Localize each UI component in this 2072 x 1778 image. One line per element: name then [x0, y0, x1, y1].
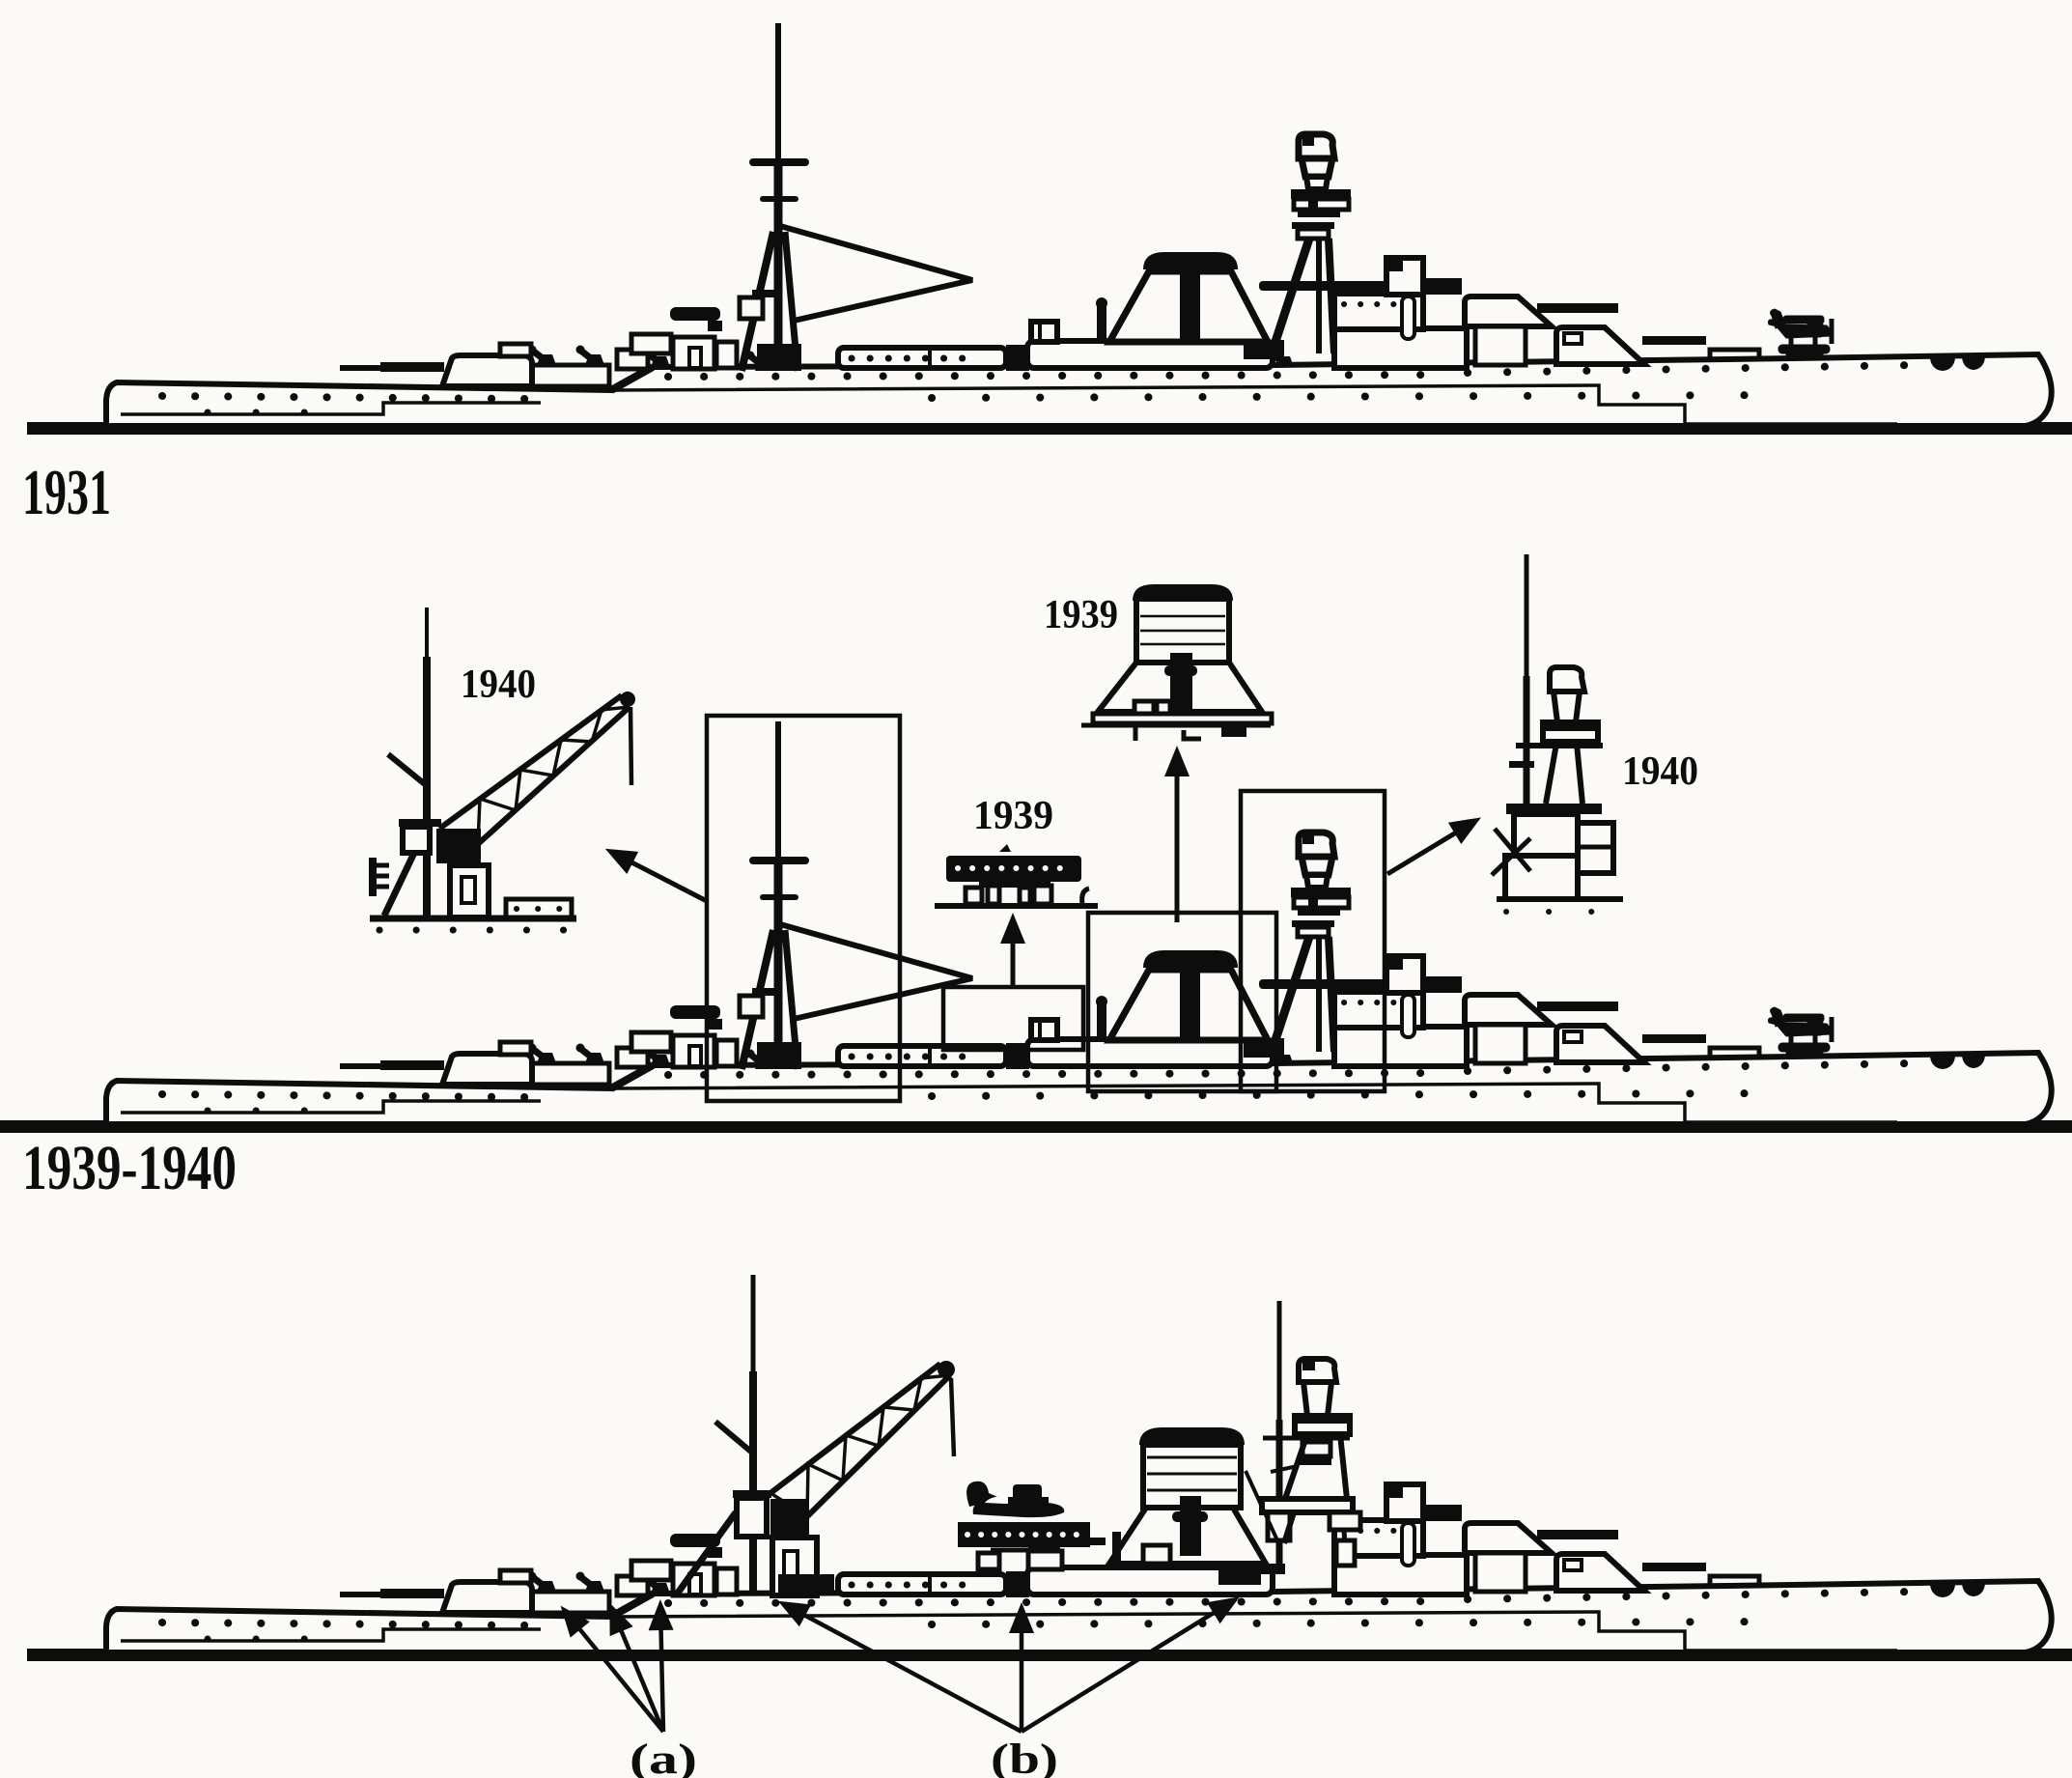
svg-text:1939: 1939: [973, 794, 1053, 838]
svg-text:1931: 1931: [22, 457, 111, 528]
svg-text:(a): (a): [630, 1736, 697, 1778]
svg-text:1940: 1940: [461, 663, 536, 707]
svg-text:1940: 1940: [1622, 749, 1698, 794]
svg-text:1939: 1939: [1044, 593, 1118, 637]
svg-text:1939-1940: 1939-1940: [22, 1133, 237, 1203]
svg-text:(b): (b): [991, 1736, 1058, 1778]
